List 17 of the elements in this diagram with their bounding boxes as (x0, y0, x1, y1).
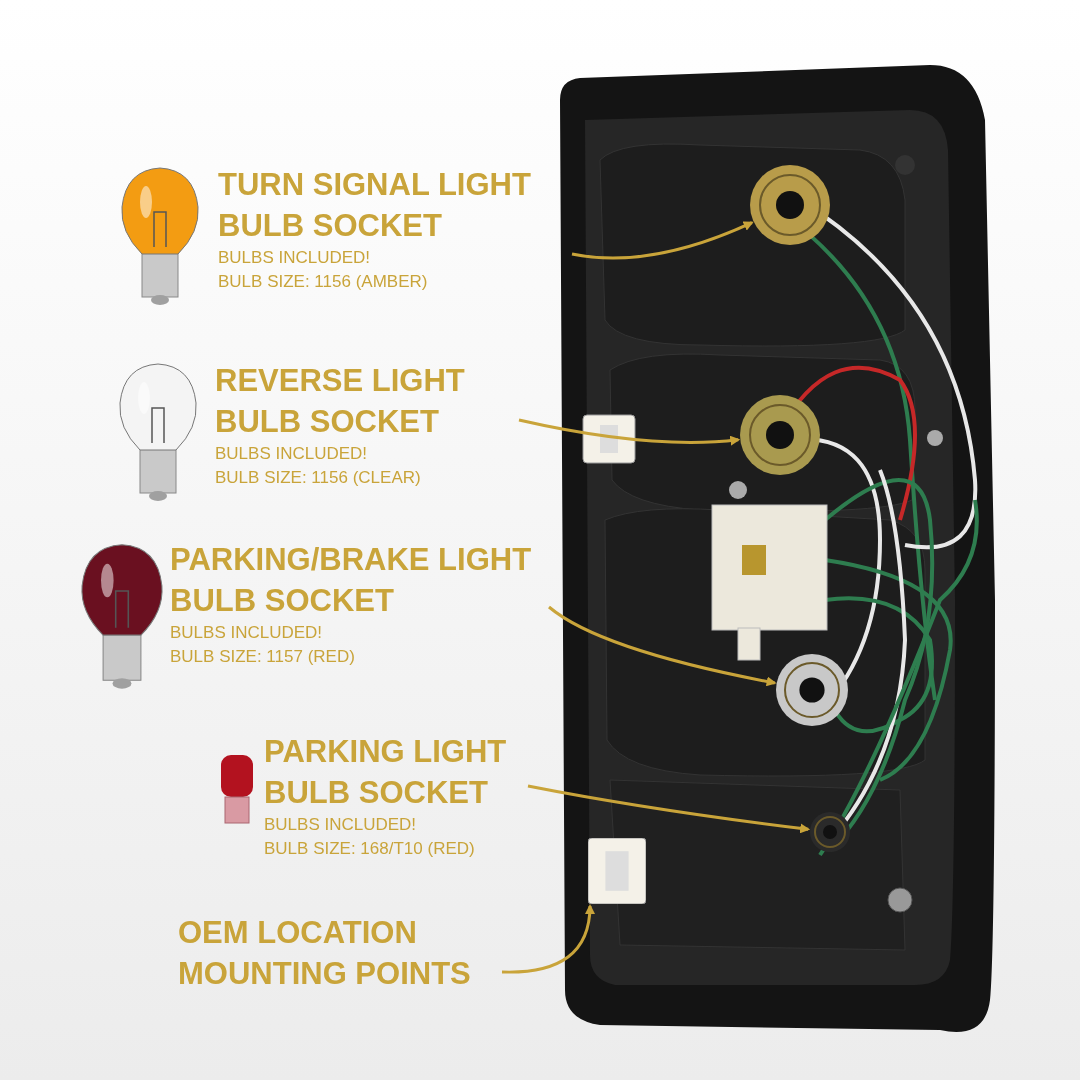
leader-arrow (502, 904, 595, 974)
bulb-info-text: BULBS INCLUDED! (170, 622, 324, 644)
bulb-info-text: BULB SIZE: 1156 (CLEAR) (215, 467, 422, 489)
leader-arrow (527, 784, 811, 834)
bulb-info-text: BULB SIZE: 168/T10 (RED) (264, 838, 476, 860)
bulb-info-text: BULBS INCLUDED! (215, 443, 369, 465)
callout-heading: PARKING/BRAKE LIGHT BULB SOCKET (170, 541, 533, 620)
bulb-info-text: BULB SIZE: 1156 (AMBER) (218, 271, 429, 293)
leader-arrow (518, 418, 741, 446)
bulb-info-text: BULBS INCLUDED! (264, 814, 418, 836)
bulb-info-text: BULBS INCLUDED! (218, 247, 372, 269)
leader-arrow (571, 221, 754, 260)
callout-heading: REVERSE LIGHT BULB SOCKET (215, 362, 466, 441)
bulb-info-text: BULB SIZE: 1157 (RED) (170, 646, 356, 668)
callout-heading: TURN SIGNAL LIGHT BULB SOCKET (218, 166, 532, 245)
callout-heading: OEM LOCATION MOUNTING POINTS (178, 914, 472, 993)
callout-heading: PARKING LIGHT BULB SOCKET (264, 733, 508, 812)
